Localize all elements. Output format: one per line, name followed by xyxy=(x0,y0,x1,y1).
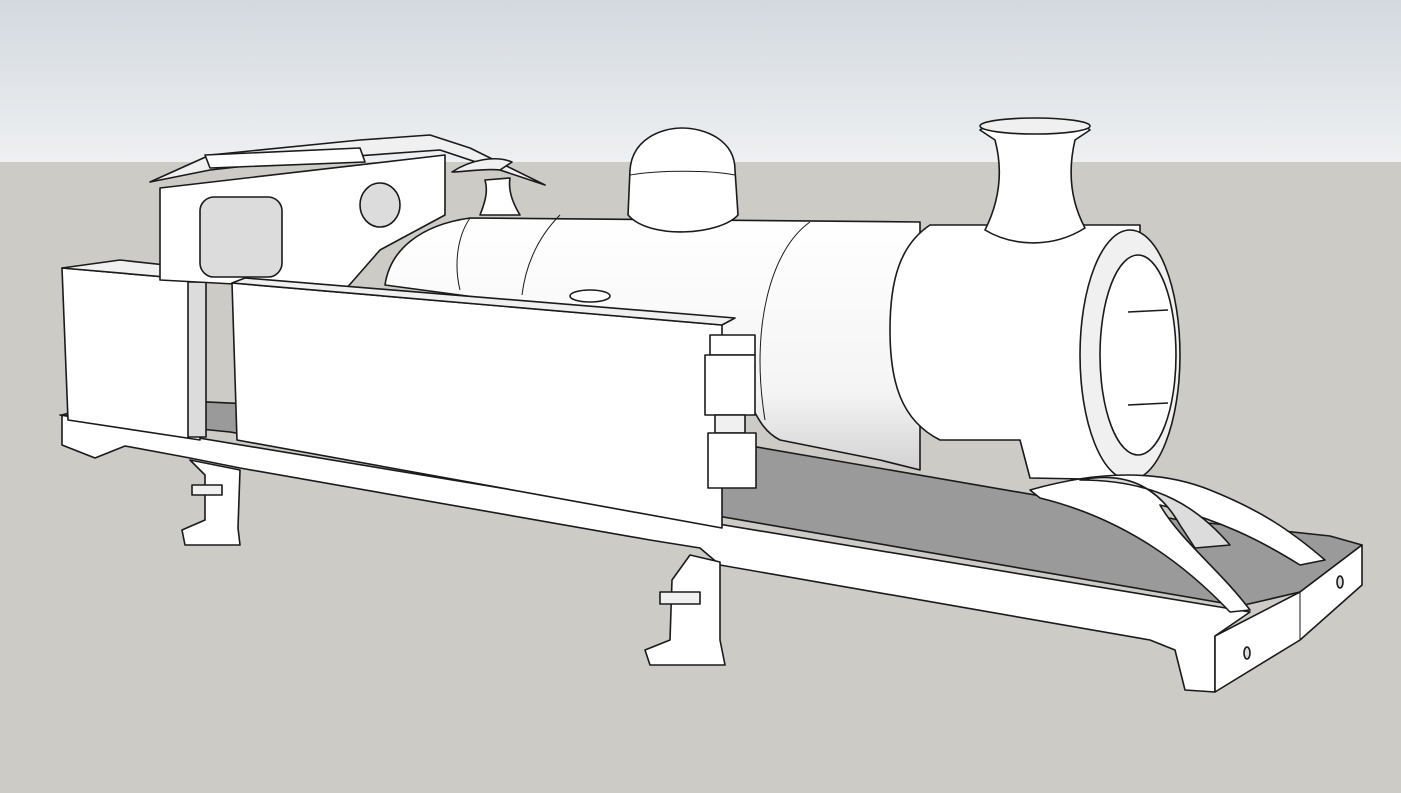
safety-valve xyxy=(479,177,521,216)
cab-doorway xyxy=(199,196,283,278)
tank-filler-cap xyxy=(569,289,611,303)
cab-spectacle-window xyxy=(359,182,401,228)
locomotive-model[interactable] xyxy=(59,117,1363,693)
bunker xyxy=(61,267,201,441)
clack-valve xyxy=(704,334,757,489)
buffer-hole xyxy=(1243,646,1251,660)
front-valance xyxy=(1029,474,1326,613)
smokebox-door xyxy=(1099,254,1177,456)
smokebox xyxy=(889,224,1141,481)
buffer-hole xyxy=(1336,575,1344,589)
steam-dome xyxy=(627,127,739,233)
